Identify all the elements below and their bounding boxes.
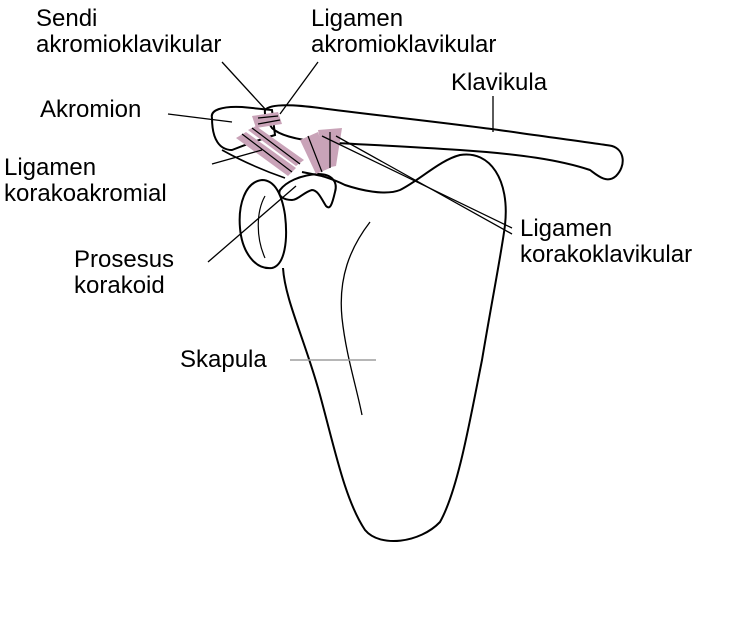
label-sendi-line-2: akromioklavikular [36, 31, 222, 58]
ligament-detail-strokes [241, 115, 331, 173]
leader-sendi [221, 61, 267, 111]
label-prosesus-korakoid: Prosesus korakoid [74, 247, 174, 299]
leader-lines [167, 61, 513, 263]
label-klavikula: Klavikula [451, 69, 548, 96]
leader-prosesus [207, 185, 297, 263]
leader-korakoklavikular-2 [335, 135, 513, 235]
leader-ligamen-ak [279, 61, 319, 115]
scapula-outline [282, 153, 507, 543]
acromion-lower-edge [221, 149, 286, 179]
label-skapula: Skapula [180, 346, 267, 373]
label-akromion: Akromion [40, 96, 142, 123]
label-sendi-akromioklavikular: Sendi akromioklavikular [36, 6, 221, 58]
label-prosesus-line-1: Prosesus [74, 246, 175, 273]
ligament-coracoacromial-shape-1 [236, 132, 296, 176]
leader-akromion [167, 113, 233, 123]
glenoid-inner-line [257, 195, 266, 259]
label-ligamen-korakoklavikular: Ligamen korakoklavikular [520, 216, 692, 268]
label-korakoakromial-line-2: korakoakromial [4, 180, 167, 207]
label-ligamen-korakoakromial: Ligamen korakoakromial [4, 155, 167, 207]
leader-korakoklavikular-1 [321, 135, 513, 229]
label-ligamen-ak-line-2: akromioklavikular [311, 31, 497, 58]
coracoid-outline [278, 172, 337, 209]
label-korakoakromial-line-1: Ligamen [4, 154, 97, 181]
label-korakoklavikular-line-2: korakoklavikular [520, 241, 693, 268]
leader-korakoakromial [211, 149, 263, 165]
label-prosesus-line-2: korakoid [74, 272, 165, 299]
glenoid-outline [238, 178, 288, 270]
label-ligamen-akromioklavikular: Ligamen akromioklavikular [311, 6, 496, 58]
label-korakoklavikular-line-1: Ligamen [520, 215, 613, 242]
label-sendi-line-1: Sendi [36, 5, 98, 32]
scapula-spine-line [340, 221, 371, 416]
ligament-bands [236, 112, 342, 176]
label-ligamen-ak-line-1: Ligamen [311, 5, 404, 32]
